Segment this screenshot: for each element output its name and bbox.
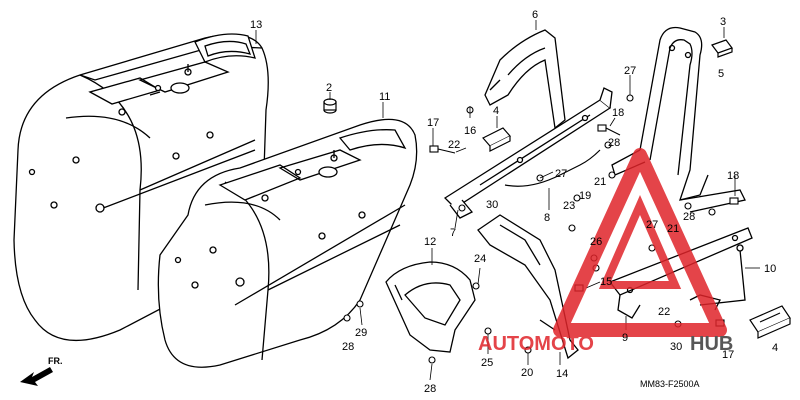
wire-8 (504, 149, 601, 187)
watermark-text-left: AUTOMOTO (478, 333, 594, 355)
diagram-code: MM83-F2500A (640, 379, 700, 389)
label-21b: 21 (667, 223, 679, 235)
label-24: 24 (474, 253, 486, 265)
label-2: 2 (326, 82, 332, 94)
cover-12 (385, 261, 476, 353)
label-6: 6 (532, 9, 538, 21)
label-22b: 22 (658, 306, 670, 318)
label-30a: 30 (486, 199, 498, 211)
label-3: 3 (720, 16, 726, 28)
label-9: 9 (622, 332, 628, 344)
label-27b: 27 (555, 168, 567, 180)
label-28a: 28 (608, 137, 620, 149)
part-labels: 13 2 11 6 3 5 27 16 4 17 22 18 28 21 27 … (250, 9, 778, 395)
label-4-lower: 4 (772, 342, 778, 354)
label-16: 16 (464, 125, 476, 137)
watermark-text-right: HUB (690, 333, 733, 355)
label-29: 29 (355, 327, 367, 339)
label-11: 11 (379, 91, 390, 103)
label-15: 15 (600, 276, 612, 288)
watermark-logo: AUTOMOTO HUB (478, 148, 733, 355)
grommet-2 (323, 98, 337, 114)
leader-lines (255, 20, 760, 381)
front-arrow-label: FR. (48, 356, 63, 366)
front-arrow: FR. (20, 356, 63, 386)
rubber-3 (711, 39, 733, 58)
label-10: 10 (764, 263, 776, 275)
label-18b: 18 (727, 170, 739, 182)
label-26: 26 (590, 236, 602, 248)
label-12: 12 (424, 236, 436, 248)
label-4-upper: 4 (493, 105, 499, 117)
label-22a: 22 (448, 139, 460, 151)
pad-4-lower (749, 305, 791, 339)
label-25: 25 (481, 357, 493, 369)
label-14: 14 (556, 368, 568, 380)
label-20: 20 (521, 367, 533, 379)
pad-4-upper (482, 127, 511, 152)
label-13: 13 (250, 19, 262, 31)
label-19: 19 (579, 190, 591, 202)
label-8: 8 (544, 212, 550, 224)
label-21a: 21 (594, 176, 606, 188)
label-27a: 27 (624, 65, 636, 77)
label-28d: 28 (424, 383, 436, 395)
label-17b: 17 (722, 349, 734, 361)
bracket-14 (477, 214, 579, 360)
label-7: 7 (450, 227, 456, 239)
label-27c: 27 (646, 219, 658, 231)
label-17a: 17 (427, 117, 439, 129)
bracket-6 (484, 29, 566, 130)
label-28c: 28 (342, 341, 354, 353)
label-28b: 28 (683, 211, 695, 223)
label-30b: 30 (670, 341, 682, 353)
label-18a: 18 (612, 107, 624, 119)
stay-7 (443, 87, 613, 219)
saddlebag-11 (157, 118, 418, 368)
label-5: 5 (718, 68, 724, 80)
label-23: 23 (563, 200, 575, 212)
